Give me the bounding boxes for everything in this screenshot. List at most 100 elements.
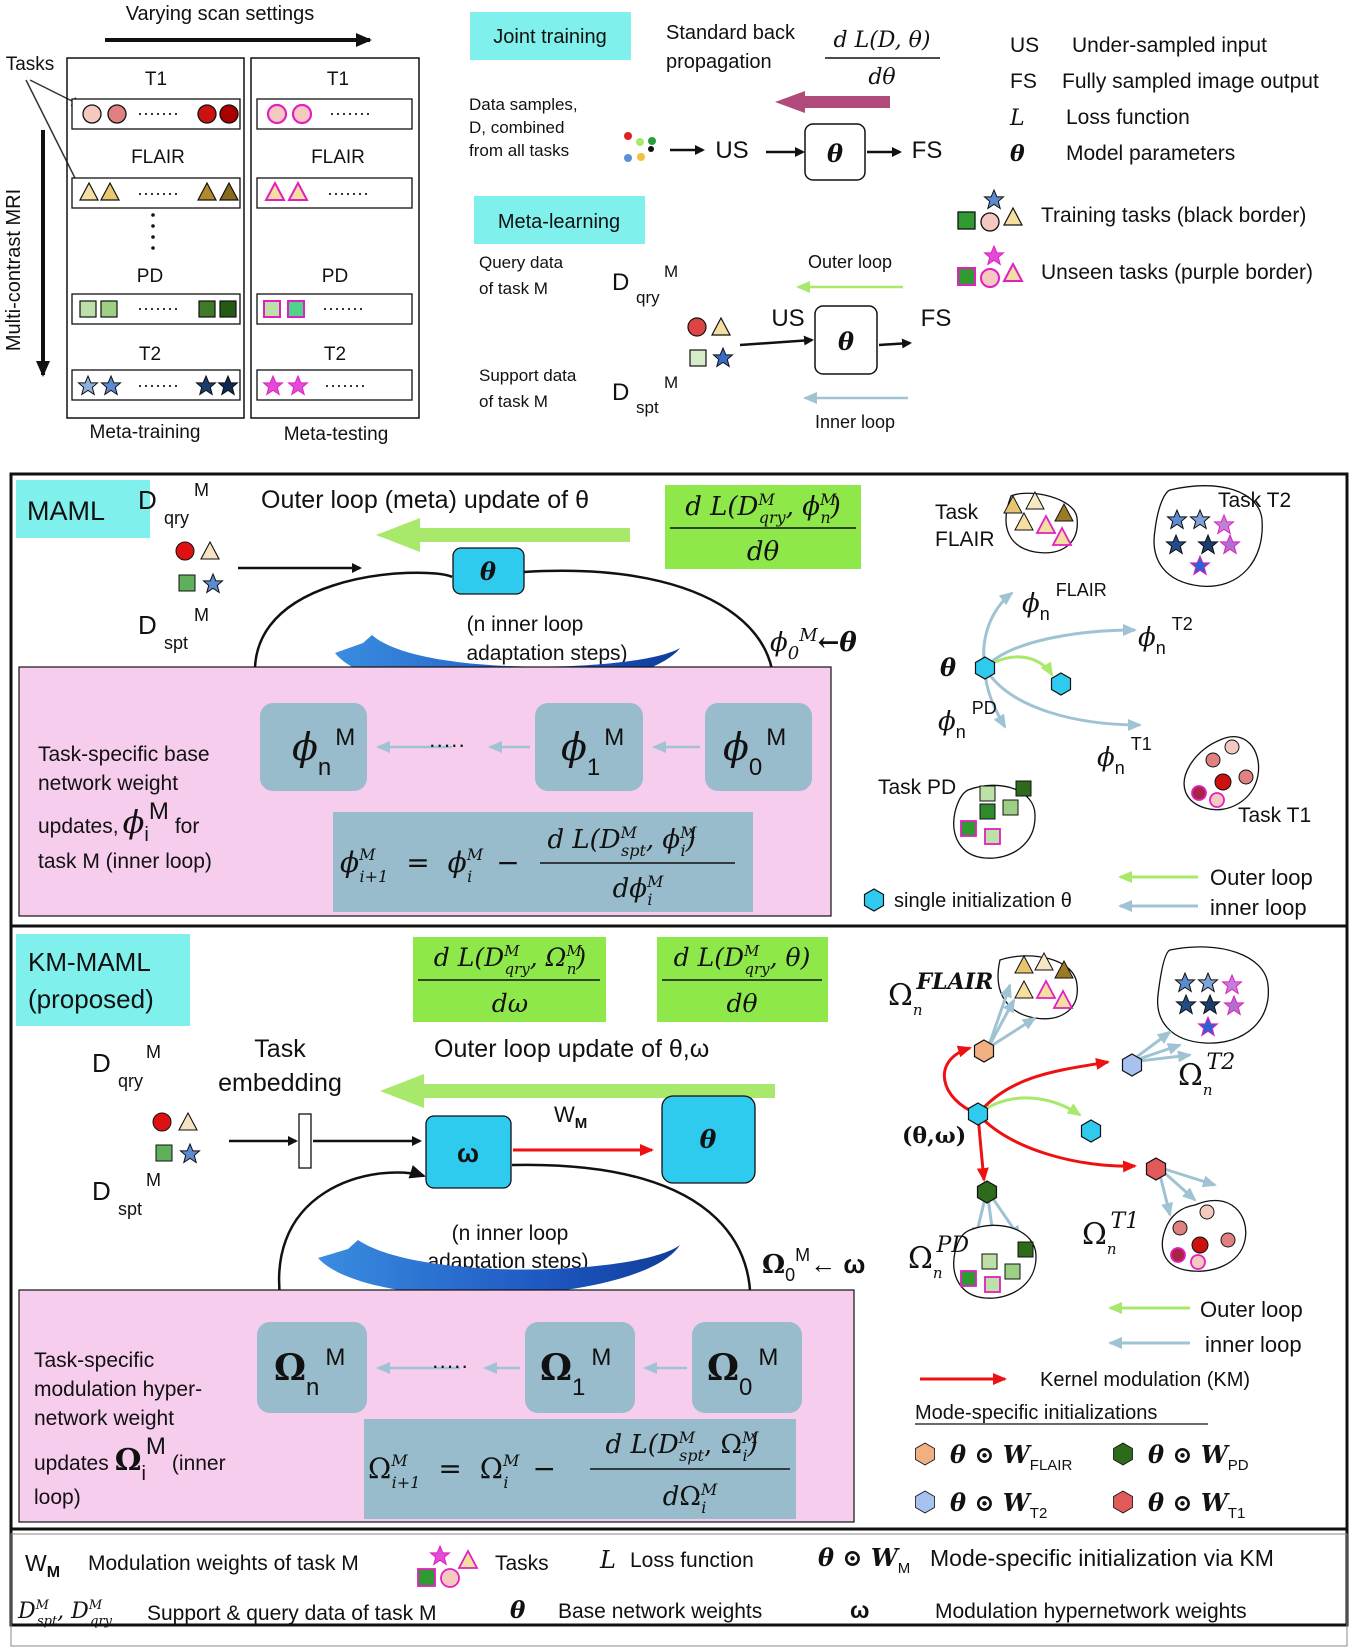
km-hex-t2	[1121, 1053, 1143, 1077]
maml-theta: θ	[480, 557, 496, 586]
maml-inner-note-l1: (n inner loop	[467, 613, 584, 636]
meta-inner-loop-label: Inner loop	[815, 412, 895, 432]
maml-title: MAML	[27, 496, 105, 526]
km-legend-km: Kernel modulation (KM)	[1040, 1369, 1250, 1391]
data-samples-l1: Data samples,	[469, 95, 578, 114]
legend-unseen-tasks-icon	[957, 245, 1023, 288]
meta-testing-panel	[250, 57, 420, 419]
km-omega-1-box	[525, 1322, 635, 1413]
multi-contrast-label: Multi-contrast MRI	[3, 189, 25, 351]
legend-bottom-L: L	[599, 1546, 616, 1574]
svg-text:FLAIR: FLAIR	[311, 147, 365, 168]
legend-km-sym: θ ⊙ WM	[818, 1543, 910, 1577]
legend-bottom-omega: ω	[850, 1597, 869, 1623]
joint-us-label: US	[715, 137, 748, 164]
maml-outer-update: Outer loop (meta) update of θ	[261, 486, 589, 514]
km-dspt-D: D	[92, 1176, 111, 1206]
maml-outer-grad-box	[665, 485, 861, 569]
legend-hyper-weights: Modulation hypernetwork weights	[935, 1600, 1247, 1623]
km-hex-flair	[973, 1039, 995, 1063]
dqry-sup: M	[664, 262, 678, 281]
meta-outer-loop-label: Outer loop	[808, 252, 892, 272]
km-task-specific-l2: modulation hyper-	[34, 1378, 202, 1401]
svg-text:·······: ·······	[137, 375, 179, 395]
maml-update-eq-box	[333, 812, 753, 912]
maml-task-pd: Task PD	[878, 776, 956, 799]
meta-testing-t1: T1 ·······	[256, 69, 413, 130]
km-embedding-bar	[298, 1113, 312, 1169]
maml-inner-note-l2: adaptation steps)	[466, 642, 627, 665]
meta-testing-pd: PD ·······	[256, 266, 413, 325]
legend-tasks: Tasks	[495, 1552, 549, 1575]
maml-dspt-sup: M	[194, 605, 209, 625]
legend-fs-abbr: FS	[1010, 70, 1037, 93]
km-omega-0-box	[692, 1322, 802, 1413]
legend-base-weights: Base network weights	[558, 1600, 762, 1623]
maml-theta-hex	[974, 656, 996, 680]
maml-phi-n: ϕnM	[292, 724, 355, 781]
km-loop-left	[277, 1165, 426, 1325]
backprop-grad-den: dθ	[868, 65, 895, 90]
km-hex-pd	[976, 1180, 998, 1204]
km-init-pd-hex	[1113, 1442, 1133, 1466]
tasks-pointer-2	[25, 79, 81, 190]
km-init-t2: θ ⊙ WT2	[950, 1488, 1047, 1522]
maml-dqry-D: D	[138, 485, 157, 515]
maml-single-init-hex	[863, 888, 885, 912]
km-task-specific-l3: network weight	[34, 1407, 174, 1430]
km-omega0-init: Ω0M← ω	[762, 1245, 865, 1285]
km-inner-swoosh	[318, 1240, 680, 1296]
support-l2: of task M	[479, 392, 548, 411]
km-hex-theta-omega	[967, 1102, 989, 1126]
svg-text:·······: ·······	[137, 103, 179, 123]
dqry-D: D	[612, 269, 629, 296]
dspt-D: D	[612, 379, 629, 406]
km-inner-note-l2: adaptation steps)	[427, 1250, 588, 1273]
maml-task-specific-l3: updates,ϕiMfor	[38, 798, 199, 846]
legend-theta-abbr: θ	[1010, 141, 1025, 167]
legend-training-tasks: Training tasks (black border)	[1041, 204, 1306, 227]
km-task-specific-l5: loop)	[34, 1486, 81, 1509]
dspt-sup: M	[664, 373, 678, 392]
maml-phi-0: ϕ0M	[723, 724, 786, 781]
km-init-t1: θ ⊙ WT1	[1148, 1488, 1245, 1522]
svg-text:·······: ·······	[327, 183, 369, 203]
meta-to-theta-arrow	[739, 335, 814, 347]
legend-fs-desc: Fully sampled image output	[1062, 70, 1319, 93]
maml-task-specific-l4: task M (inner loop)	[38, 850, 212, 873]
legend-unseen-tasks: Unseen tasks (purple border)	[1041, 261, 1313, 284]
tasks-label: Tasks	[6, 54, 55, 75]
std-backprop-l1: Standard back	[666, 22, 796, 44]
maml-dspt-sub: spt	[164, 633, 188, 653]
svg-text:·······: ·······	[322, 298, 364, 318]
std-backprop-l2: propagation	[666, 51, 772, 73]
km-cluster-t2	[1156, 946, 1269, 1044]
legend-us-desc: Under-sampled input	[1072, 34, 1267, 57]
legend-wm-desc: Modulation weights of task M	[88, 1552, 359, 1575]
maml-cluster-pd-items	[960, 780, 1032, 845]
meta-task-symbols	[687, 317, 733, 367]
km-theta-box	[661, 1095, 756, 1184]
km-init-flair-hex	[915, 1442, 935, 1466]
maml-phi-t1: ϕnT1	[1097, 734, 1152, 778]
maml-task-flair-l1: Task	[935, 501, 979, 524]
svg-text:T1: T1	[327, 69, 349, 90]
meta-fs-label: FS	[921, 305, 952, 332]
maml-outer-grad-den: dθ	[747, 537, 780, 567]
svg-text:T2: T2	[139, 344, 161, 365]
km-omega-0: Ω0M	[707, 1344, 778, 1401]
maml-legend-outer: Outer loop	[1210, 865, 1313, 890]
meta-training-t2: T2 ·······	[71, 344, 241, 401]
maml-legend-inner: inner loop	[1210, 895, 1307, 920]
km-wm-label: WM	[554, 1102, 587, 1132]
data-samples-l2: D, combined	[469, 118, 564, 137]
maml-badge	[16, 480, 150, 538]
km-outer-update: Outer loop update of θ,ω	[434, 1035, 709, 1063]
km-dqry-D: D	[92, 1048, 111, 1078]
